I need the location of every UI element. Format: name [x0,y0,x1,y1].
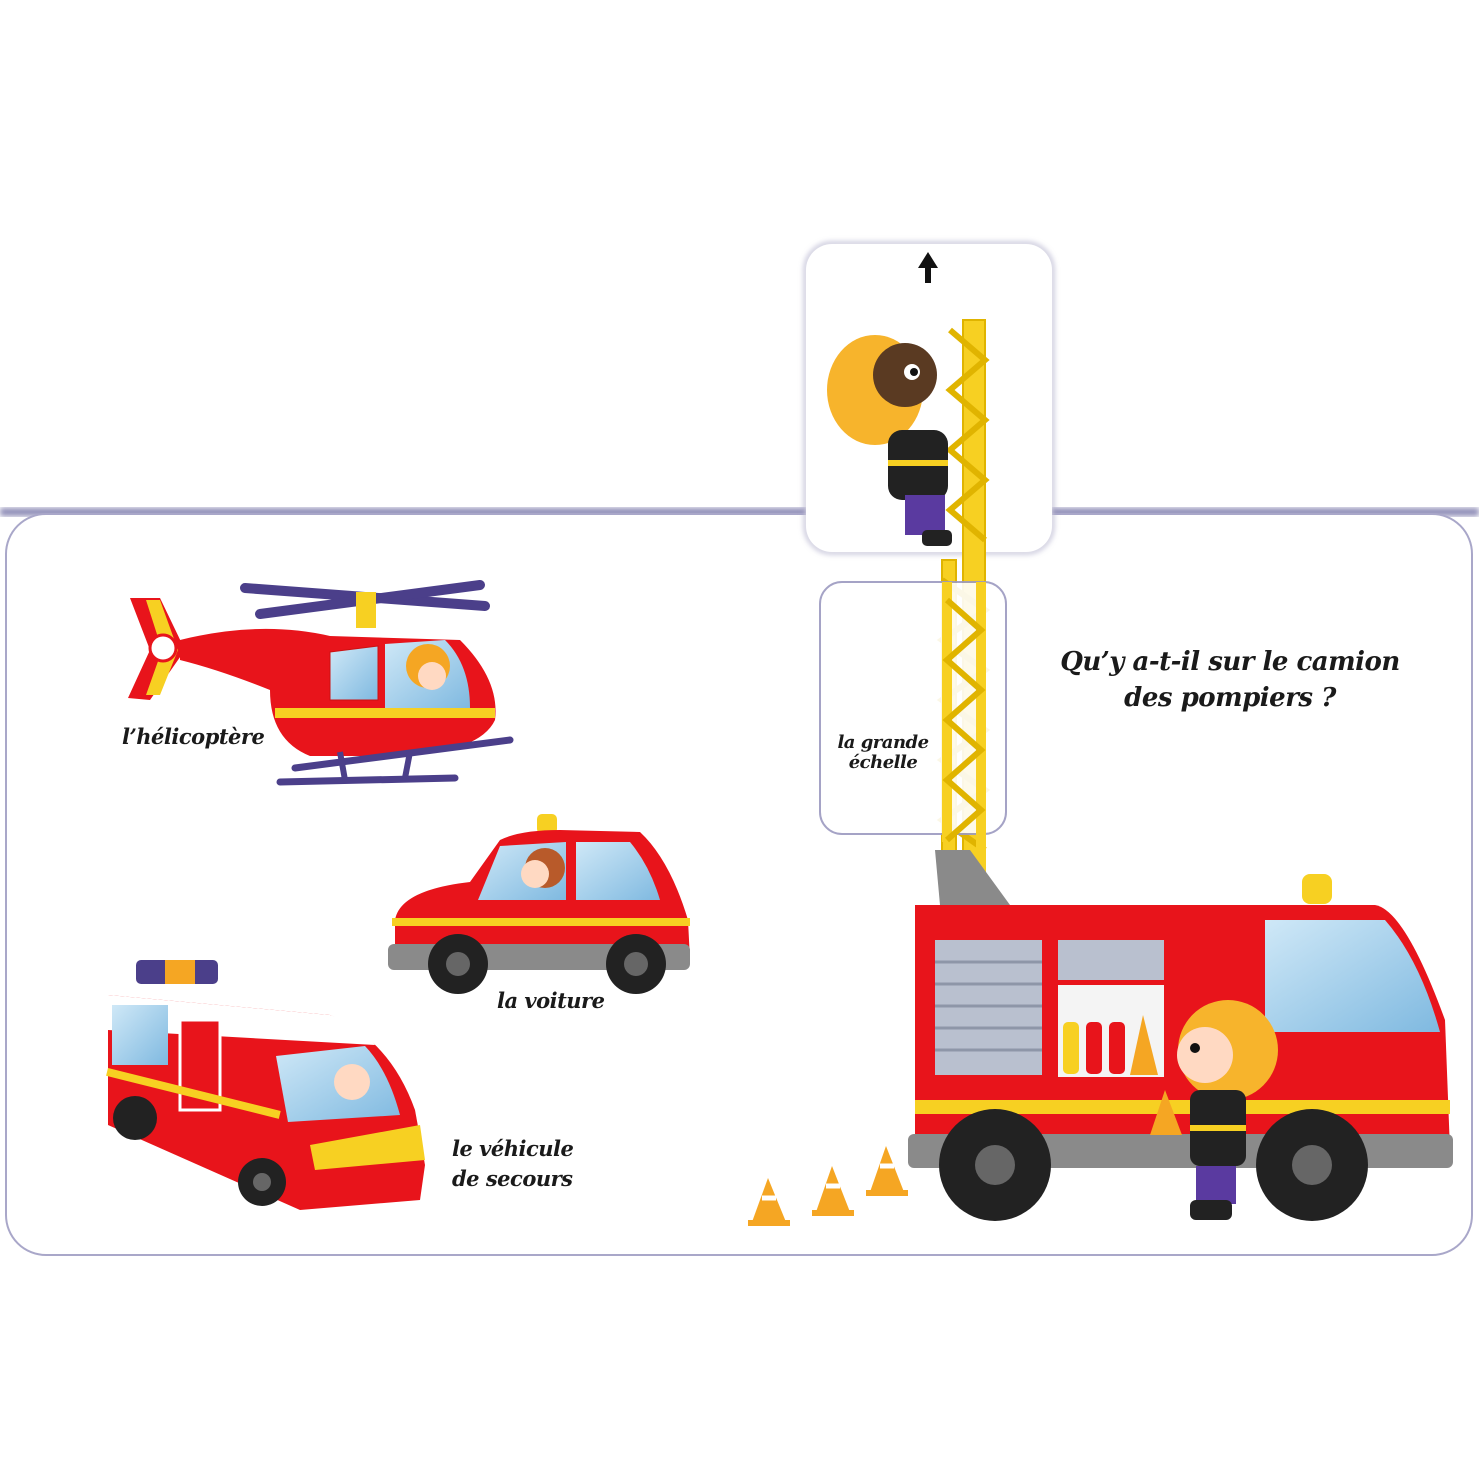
helicopter-label: l’hélicoptère [122,724,265,749]
fire-truck-illustration [908,850,1453,1221]
page-question: Qu’y a-t-il sur le camion des pompiers ? [1030,644,1430,716]
firefighter-illustration [1150,1000,1278,1220]
arrow-up-icon [918,252,938,283]
rescue-vehicle-label-line1: le véhicule [452,1136,574,1161]
rescue-vehicle-label: le véhicule de secours [452,1134,574,1194]
ladder-label-line2: échelle [848,752,918,773]
car-illustration [388,814,690,994]
page-question-line1: Qu’y a-t-il sur le camion [1060,647,1400,677]
wheel-icon [113,1096,157,1140]
pull-tab-card[interactable] [804,242,1054,554]
car-label: la voiture [497,988,605,1013]
climbing-firefighter [827,335,952,546]
helicopter-illustration [128,580,514,786]
rescue-vehicle-label-line2: de secours [452,1166,573,1191]
page-question-line2: des pompiers ? [1124,683,1336,713]
pull-tab-handle[interactable] [806,244,1052,552]
ladder-label-line1: la grande [837,732,929,753]
fire-icon [148,633,178,663]
ladder-label: la grande échelle [822,733,944,773]
page-top-edge [0,508,1479,516]
ladder-over-card [942,582,986,882]
traffic-cone-icon [748,1146,908,1226]
rescue-vehicle-illustration [106,960,425,1210]
